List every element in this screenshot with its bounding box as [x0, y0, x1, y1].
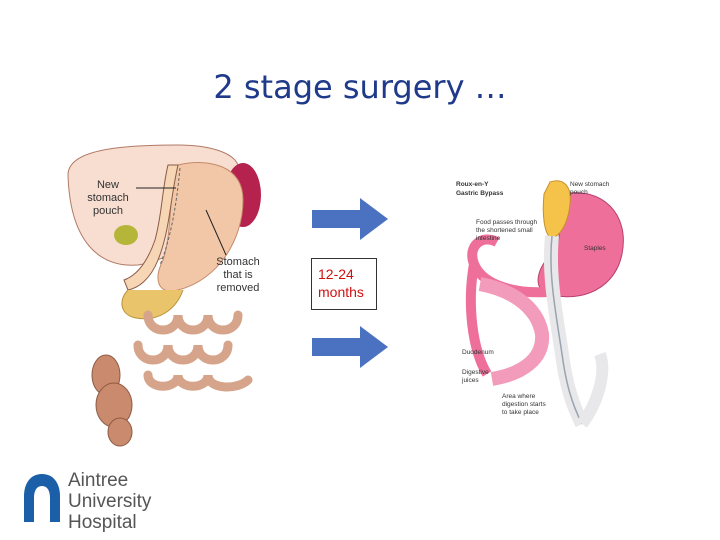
months-callout: 12-24 months [311, 258, 377, 310]
logo-line-3: Hospital [68, 512, 137, 533]
right-label-food-2: the shortened small [476, 227, 533, 234]
right-label-pouch-2: pouch [570, 189, 588, 196]
right-label-pouch-1: New stomach [570, 181, 610, 188]
right-label-staples: Staples [584, 245, 606, 252]
roux-en-y-illustration: Roux-en-Y Gastric Bypass New stomach pou… [456, 180, 624, 428]
left-label-line-6: removed [217, 282, 260, 294]
months-unit: months [318, 284, 364, 300]
right-label-area-3: to take place [502, 409, 539, 416]
left-label-line-2: stomach [87, 192, 129, 204]
right-label-food-3: intestine [476, 235, 501, 242]
slide-title: 2 stage surgery … [213, 68, 507, 106]
logo-text: Aintree University Hospital [68, 470, 151, 533]
months-range: 12-24 [318, 266, 354, 282]
right-label-title-2: Gastric Bypass [456, 190, 504, 197]
logo-line-1: Aintree [68, 470, 129, 491]
arrow-right-icon [312, 326, 388, 368]
right-label-duodenum: Duodenum [462, 349, 494, 356]
right-label-juices-1: Digestive [462, 369, 489, 376]
arrow-right-icon [312, 198, 388, 240]
left-label-line-1: New [97, 179, 119, 191]
right-label-food-1: Food passes through [476, 219, 537, 226]
logo-line-2: University [68, 491, 152, 512]
right-label-title-1: Roux-en-Y [456, 181, 489, 188]
right-label-juices-2: juices [461, 377, 479, 384]
left-label-line-4: Stomach [216, 256, 259, 268]
left-label-line-5: that is [223, 269, 253, 281]
right-label-area-1: Area where [502, 393, 536, 400]
aintree-logo-icon [24, 474, 60, 522]
right-label-area-2: digestion starts [502, 401, 546, 408]
left-label-line-3: pouch [93, 205, 123, 217]
hospital-logo: Aintree University Hospital [20, 470, 160, 533]
